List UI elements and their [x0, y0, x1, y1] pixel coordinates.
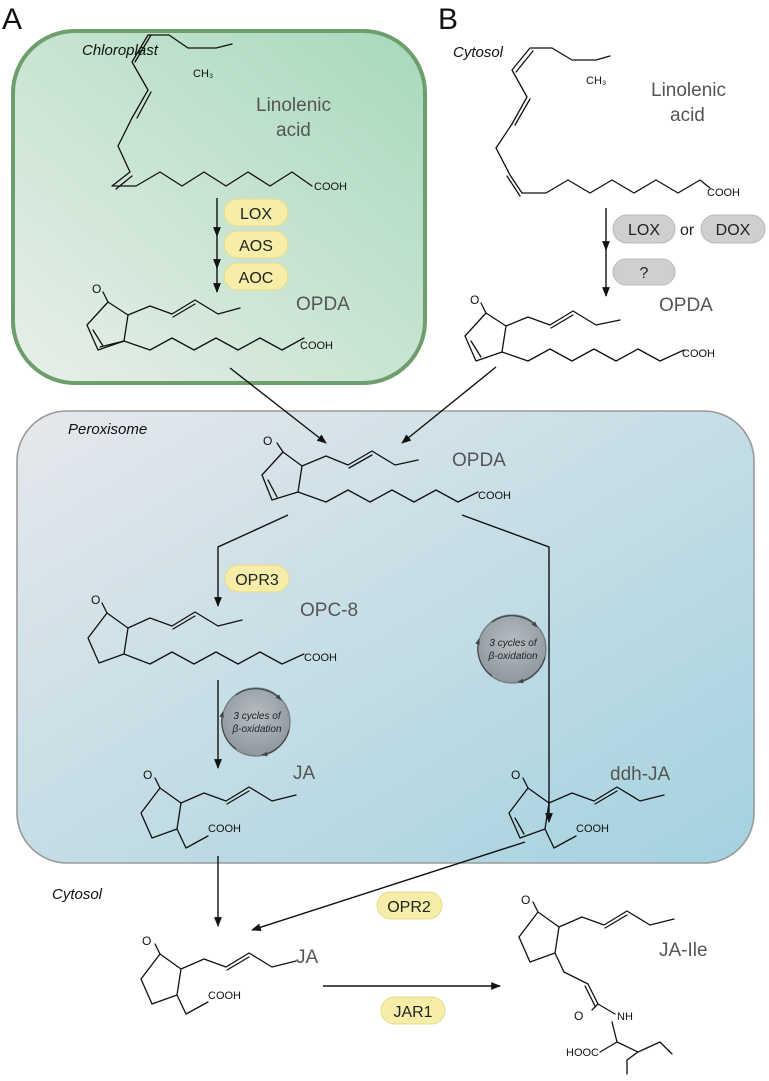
cytosol-label-b: Cytosol: [453, 44, 504, 61]
enzyme-opr3: OPR3: [224, 564, 290, 593]
cooh-label-a2: COOH: [300, 340, 333, 352]
ja-ile-oxygen-ring: O: [521, 893, 530, 907]
ja-label-peroxisome: JA: [293, 763, 316, 784]
ja-ile-hooc-label: HOOC: [566, 1047, 599, 1059]
cooh-label-opc8: COOH: [304, 652, 337, 664]
opda-structure-peroxisome: O COOH: [261, 434, 511, 503]
panel-b-label: B: [438, 3, 458, 36]
svg-text:?: ?: [640, 265, 649, 282]
cooh-label-b2: COOH: [682, 348, 715, 360]
beta-oxidation-cycle-right: 3 cycles of β-oxidation: [475, 614, 547, 684]
cooh-label-ja-cytosol: COOH: [208, 990, 241, 1002]
linolenic-acid-structure-a: CH₃ COOH: [111, 34, 347, 193]
beta-ox-right-line2: β-oxidation: [487, 651, 538, 662]
cooh-label-a1: COOH: [314, 181, 347, 193]
arrow-cytosol-to-peroxisome: [401, 366, 497, 444]
peroxisome-compartment: [16, 410, 755, 864]
linolenic-acid-label-a1: Linolenic: [256, 95, 331, 116]
ja-label-cytosol: JA: [296, 947, 319, 968]
ch3-label-a: CH₃: [193, 68, 213, 80]
enzyme-lox-b: LOX: [612, 214, 676, 244]
enzyme-dox-b: DOX: [700, 214, 766, 244]
cooh-label-perox1: COOH: [478, 490, 511, 502]
opda-label-peroxisome: OPDA: [452, 450, 506, 471]
ja-structure-cytosol: O COOH: [140, 934, 297, 1015]
enzyme-unknown-b: ?: [612, 258, 676, 286]
linolenic-acid-structure-b: CH₃ COOH: [495, 47, 740, 199]
linolenic-acid-label-b2: acid: [670, 105, 705, 126]
ja-ile-oxygen-amide: O: [574, 1009, 583, 1023]
svg-text:LOX: LOX: [240, 206, 272, 223]
opda-oxygen-a: O: [92, 282, 101, 296]
ch3-label-b: CH₃: [586, 75, 606, 87]
cooh-label-b1: COOH: [707, 187, 740, 199]
ja-oxygen-cytosol: O: [142, 934, 151, 948]
enzyme-jar1: JAR1: [380, 996, 446, 1025]
beta-oxidation-cycle-left: 3 cycles of β-oxidation: [219, 687, 291, 757]
peroxisome-label: Peroxisome: [68, 421, 147, 438]
linolenic-acid-label-b1: Linolenic: [651, 80, 726, 101]
cooh-label-ja-perox: COOH: [208, 823, 241, 835]
chloroplast-label: Chloroplast: [82, 42, 159, 59]
ja-structure-peroxisome: O COOH: [140, 768, 297, 849]
ddh-ja-oxygen: O: [511, 768, 520, 782]
cytosol-label-bottom: Cytosol: [52, 886, 103, 903]
svg-text:AOS: AOS: [239, 238, 273, 255]
beta-ox-left-line1: 3 cycles of: [233, 711, 281, 722]
opda-oxygen-perox: O: [263, 434, 272, 448]
panel-a-label: A: [2, 3, 22, 36]
ja-oxygen-perox: O: [143, 768, 152, 782]
opda-label-a: OPDA: [296, 294, 350, 315]
opda-label-b: OPDA: [659, 295, 713, 316]
svg-text:AOC: AOC: [239, 270, 274, 287]
enzyme-aoc-a: AOC: [223, 262, 289, 291]
enzyme-opr2: OPR2: [376, 891, 443, 920]
beta-ox-right-line1: 3 cycles of: [489, 638, 537, 649]
svg-text:OPR2: OPR2: [387, 899, 431, 916]
arrow-opda-to-ddh-ja: [461, 514, 553, 823]
arrow-opda-to-opc8: [214, 514, 289, 607]
chloroplast-compartment: [11, 29, 427, 385]
or-label: or: [680, 222, 695, 239]
ja-ile-structure: O O NH HOOC: [518, 893, 675, 1075]
enzyme-lox-a: LOX: [223, 198, 289, 227]
beta-ox-left-line2: β-oxidation: [231, 724, 282, 735]
arrow-ddh-ja-to-ja: [251, 841, 526, 932]
opc8-oxygen: O: [91, 593, 100, 607]
ja-ile-label: JA-Ile: [659, 940, 708, 961]
svg-text:LOX: LOX: [628, 222, 660, 239]
cooh-label-ddh-ja: COOH: [576, 823, 609, 835]
ja-ile-nh-label: NH: [617, 1011, 633, 1023]
linolenic-acid-label-a2: acid: [276, 120, 311, 141]
arrow-chloroplast-to-peroxisome: [229, 367, 327, 444]
opda-structure-b: O COOH: [464, 293, 715, 362]
opc8-structure: O COOH: [87, 593, 337, 665]
enzyme-aos-a: AOS: [223, 230, 289, 259]
svg-text:DOX: DOX: [716, 222, 751, 239]
opda-structure-a: O COOH: [86, 282, 333, 352]
svg-text:OPR3: OPR3: [235, 572, 279, 589]
svg-text:JAR1: JAR1: [393, 1004, 432, 1021]
ddh-ja-label: ddh-JA: [610, 764, 671, 785]
opc8-label: OPC-8: [300, 600, 358, 621]
opda-oxygen-b: O: [470, 293, 479, 307]
ddh-ja-structure: O COOH: [508, 768, 665, 849]
